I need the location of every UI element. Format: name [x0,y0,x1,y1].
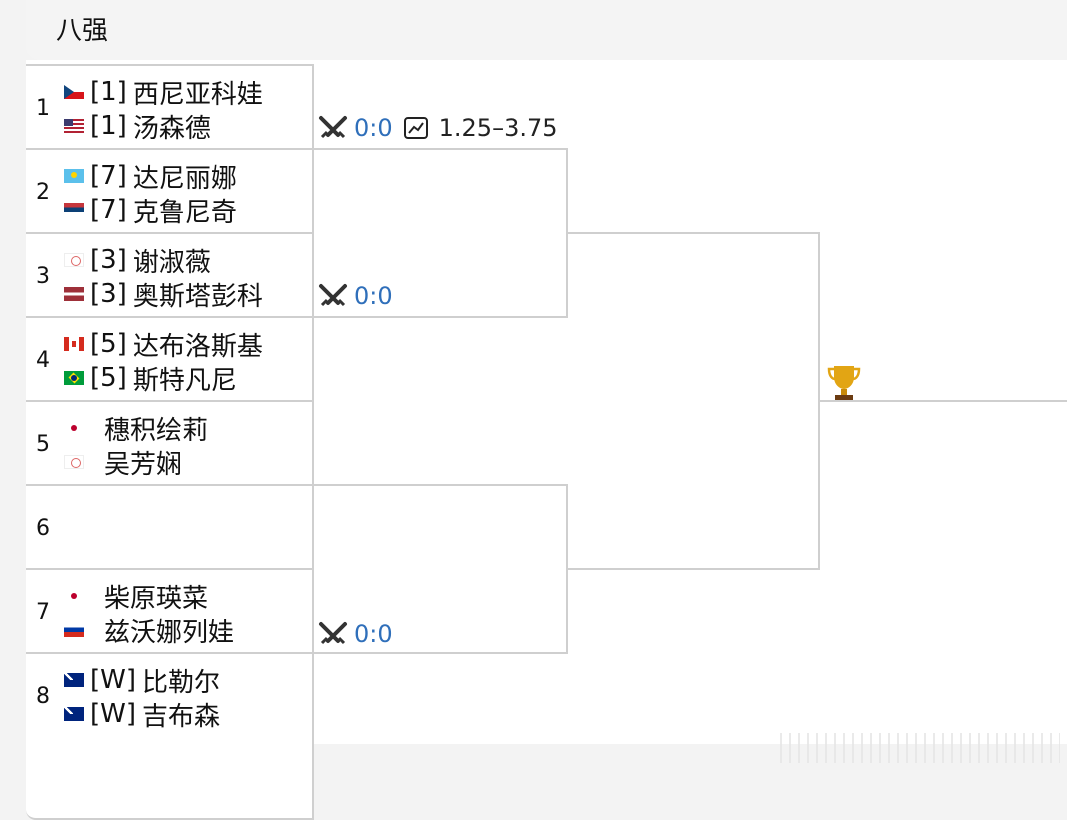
seed-label: [1] [90,77,127,107]
bracket-header: 八强 [26,0,1067,60]
player-name: 汤森德 [132,113,211,144]
player-14[interactable]: 兹沃娜列娃 [64,614,235,648]
player-name: 斯特凡尼 [132,365,237,396]
bracket-line [568,568,820,570]
flag-tw-icon [64,455,84,469]
player-name: 兹沃娜列娃 [104,617,235,648]
bracket-line [566,484,568,654]
slot-number: 6 [36,516,50,541]
seed-label: [W] [90,699,136,729]
slot-number: 4 [36,348,50,373]
slot-number: 5 [36,432,50,457]
bracket-slot-8[interactable]: 8 [W] 比勒尔 [W] 吉布森 [26,652,314,820]
flag-cz-icon [64,85,84,99]
odds-value: 1.25–3.75 [438,114,558,142]
slot-number: 3 [36,264,50,289]
player-16[interactable]: [W] 吉布森 [64,698,221,732]
slot-number: 7 [36,600,50,625]
bracket-line [568,232,820,234]
player-4[interactable]: [7] 克鲁尼奇 [64,194,237,228]
flag-kz-icon [64,169,84,183]
flag-jp-icon [64,421,84,435]
flag-lv-icon [64,287,84,301]
flag-ru-icon [64,623,84,637]
seed-label: [7] [90,195,127,225]
player-5[interactable]: [3] 谢淑薇 [64,244,211,278]
bracket-line [314,652,568,654]
player-6[interactable]: [3] 奥斯塔彭科 [64,278,263,312]
player-name: 比勒尔 [142,667,221,698]
bracket-line [314,148,568,150]
crossed-swords-icon [319,284,347,307]
flag-au-icon [64,707,84,721]
seed-label: [5] [90,329,127,359]
player-9[interactable]: 穗积绘莉 [64,412,209,446]
crossed-swords-icon [319,622,347,645]
bracket-line [820,400,1067,402]
flag-tw-icon [64,253,84,267]
score-value: 0:0 [354,620,393,648]
round-title: 八强 [56,16,109,46]
chart-icon[interactable] [403,116,429,140]
player-15[interactable]: [W] 比勒尔 [64,664,221,698]
player-1[interactable]: [1] 西尼亚科娃 [64,76,263,110]
seed-label: [3] [90,245,127,275]
flag-rs-icon [64,203,84,217]
slot-number: 1 [36,96,50,121]
crossed-swords-icon [319,116,347,139]
player-name: 穗积绘莉 [104,415,209,446]
player-name: 吴芳娴 [104,449,183,480]
player-name: 西尼亚科娃 [132,79,263,110]
seed-label: [5] [90,363,127,393]
player-13[interactable]: 柴原瑛菜 [64,580,209,614]
player-name: 达尼丽娜 [132,163,237,194]
match-score-2[interactable]: 0:0 [318,282,393,310]
slot-number: 8 [36,684,50,709]
player-2[interactable]: [1] 汤森德 [64,110,211,144]
player-name: 谢淑薇 [132,247,211,278]
bracket-panel: 1 [1] 西尼亚科娃 [1] 汤森德 2 [7] 达尼丽娜 [7] 克鲁尼奇 … [26,60,1067,820]
bracket-line [314,484,568,486]
seed-label: [1] [90,111,127,141]
match-score-1[interactable]: 0:0 1.25–3.75 [318,114,558,142]
player-10[interactable]: 吴芳娴 [64,446,183,480]
slot-number: 2 [36,180,50,205]
flag-ca-icon [64,337,84,351]
seed-label: [7] [90,161,127,191]
player-name: 达布洛斯基 [132,331,263,362]
flag-jp-icon [64,589,84,603]
trophy-icon [827,366,861,400]
seed-label: [3] [90,279,127,309]
match-score-3[interactable]: 0:0 [318,620,393,648]
horizontal-scrollbar[interactable] [780,733,1060,763]
bracket-line [818,232,820,570]
flag-au-icon [64,673,84,687]
player-name: 克鲁尼奇 [132,197,237,228]
score-value: 0:0 [354,282,393,310]
player-name: 柴原瑛菜 [104,583,209,614]
player-name: 奥斯塔彭科 [132,281,263,312]
flag-us-icon [64,119,84,133]
score-value: 0:0 [354,114,393,142]
bracket-line [314,316,568,318]
player-name: 吉布森 [142,701,221,732]
player-8[interactable]: [5] 斯特凡尼 [64,362,237,396]
seed-label: [W] [90,665,136,695]
player-3[interactable]: [7] 达尼丽娜 [64,160,237,194]
flag-br-icon [64,371,84,385]
player-7[interactable]: [5] 达布洛斯基 [64,328,263,362]
bracket-line [566,148,568,318]
